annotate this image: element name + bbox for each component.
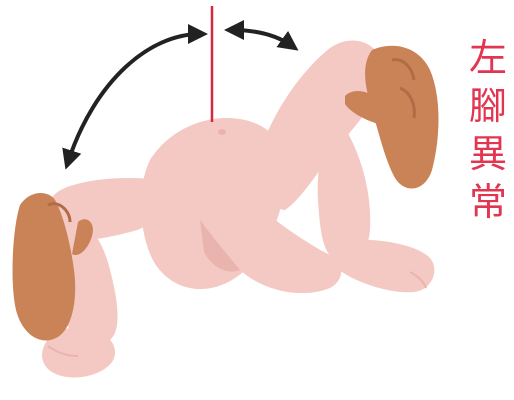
caption-char-1: 左	[469, 34, 507, 82]
rotation-arrow-right	[232, 30, 292, 46]
caption-char-4: 常	[469, 178, 507, 226]
caption-char-3: 異	[469, 130, 507, 178]
caption-vertical: 左 腳 異 常	[466, 34, 510, 226]
caption-char-2: 腳	[469, 82, 507, 130]
